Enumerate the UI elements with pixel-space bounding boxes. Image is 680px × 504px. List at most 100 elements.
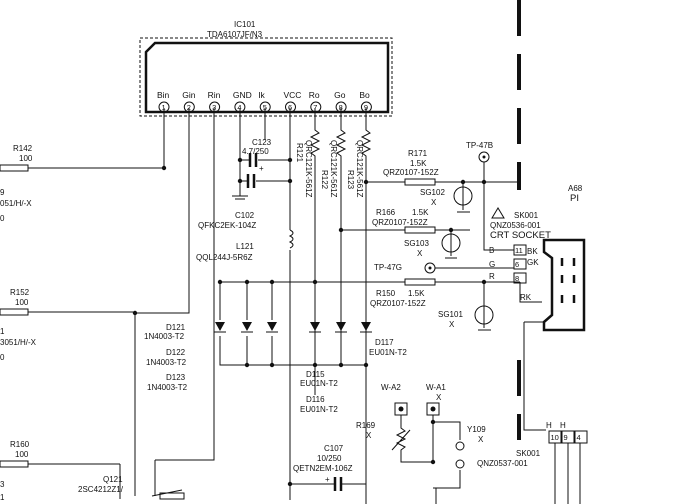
ic-ref: IC101 (234, 20, 256, 29)
wa2-terminal-dot (398, 406, 404, 412)
d122-part: 1N4003-T2 (146, 358, 187, 367)
sk001-bottom-part: QNZ0537-001 (477, 459, 528, 468)
d121-part: 1N4003-T2 (144, 332, 185, 341)
c102-part: QFKC2EK-104Z (198, 221, 256, 230)
sk001-ref: SK001 (514, 211, 539, 220)
ic-pin-number: 1 (162, 103, 166, 112)
c107-wiring (290, 365, 367, 504)
d123-ref: D123 (166, 373, 186, 382)
ic-part: TDA6107JF/N3 (207, 30, 263, 39)
wire-rin (154, 108, 215, 496)
r150-value: 1.5K (408, 289, 425, 298)
sk001-bottom-ref: SK001 (516, 449, 541, 458)
r160-ref: R160 (10, 440, 30, 449)
c123-plus: + (259, 164, 264, 173)
r169-x: X (366, 431, 372, 440)
ic-pin-name: Go (334, 90, 346, 100)
q121-ref: Q121 (103, 475, 123, 484)
conn-h1: H (546, 421, 552, 430)
d115-part: EU01N-T2 (300, 379, 338, 388)
crt-socket-pins (560, 258, 576, 303)
wa1-terminal-dot (430, 406, 436, 412)
wa1-label: W-A1 (426, 383, 446, 392)
r121-ref: R121 (295, 143, 304, 163)
sg103-x: X (417, 249, 423, 258)
socket-pin-number: 6 (515, 260, 519, 269)
c107-plates (333, 477, 343, 491)
r142-body (0, 164, 29, 172)
junction-dot (363, 362, 369, 368)
ground-symbol (232, 195, 248, 200)
r171-ref: R171 (408, 149, 428, 158)
ic-pin-number: 3 (212, 103, 216, 112)
ic-pin-number: 8 (339, 103, 343, 112)
r142-ref: R142 (13, 144, 33, 153)
diode-symbol (310, 322, 320, 331)
a68-label: A68 (568, 184, 583, 193)
socket-rk: RK (520, 293, 532, 302)
junction-dot (312, 362, 318, 368)
tp47b-center (482, 155, 486, 159)
junction-dot (430, 419, 436, 425)
d117-ref: D117 (375, 338, 394, 347)
r160-body (0, 460, 29, 468)
d123-part: 1N4003-T2 (147, 383, 188, 392)
r166-body (404, 226, 436, 234)
d116-ref: D116 (306, 395, 325, 404)
ic-pin-number: 2 (187, 103, 191, 112)
crt-socket-title: CRT SOCKET (490, 230, 551, 241)
ic-body (144, 41, 390, 114)
r171-body (404, 178, 436, 186)
d117-part: EU01N-T2 (369, 348, 407, 357)
ic-pin-number: 7 (313, 103, 317, 112)
socket-pin-number: 8 (515, 274, 519, 283)
ic-pin-circle (209, 101, 221, 113)
q121-resistor (159, 492, 185, 500)
r152-ref: R152 (10, 288, 30, 297)
c102-plates (246, 174, 256, 188)
connector-leads (435, 443, 581, 504)
junction-dot (287, 481, 293, 487)
q121-part: 2SC4212Z1/ (78, 485, 124, 494)
junction-dot (217, 279, 223, 285)
junction-dot (287, 178, 293, 184)
junction-dot (244, 362, 250, 368)
ic-package-outline (139, 37, 393, 117)
crt-socket-body (542, 238, 586, 332)
junction-dot (338, 227, 344, 233)
ic-pin-circle (310, 101, 322, 113)
ic-pin-number: 4 (237, 103, 241, 112)
junction-dot (244, 279, 250, 285)
wire-b (483, 162, 514, 251)
left-frag-1b: 1 (0, 493, 5, 502)
tp47b-label: TP-47B (466, 141, 493, 150)
wire-label-r: R (489, 272, 495, 281)
c107-ref: C107 (324, 444, 344, 453)
ic-pin-name: GND (233, 90, 252, 100)
sg101-x: X (449, 320, 455, 329)
r150-body (404, 278, 436, 286)
r150-part: QRZ0107-152Z (370, 299, 426, 308)
sk001-part: QNZ0536-001 (490, 221, 541, 230)
wire-bin (28, 108, 165, 169)
r152-body (0, 308, 29, 316)
sg102-ref: SG102 (420, 188, 445, 197)
sg102-x: X (431, 198, 437, 207)
wa2-label: W-A2 (381, 383, 401, 392)
junction-dot (237, 157, 243, 163)
c107-part: QETN2EM-106Z (293, 464, 353, 473)
r150-ref: R150 (376, 289, 396, 298)
d122-ref: D122 (166, 348, 186, 357)
wire-gnd (239, 108, 290, 196)
left-frag-9: 9 (0, 188, 5, 197)
left-frag-0b: 0 (0, 353, 5, 362)
junction-dot (448, 227, 454, 233)
connector-pin-number: 10 (551, 433, 559, 442)
y109-x: X (478, 435, 484, 444)
ic-pin-name: VCC (284, 90, 302, 100)
r122-part: QRC121K-561Z (329, 140, 338, 197)
r171-part: QRZ0107-152Z (383, 168, 439, 177)
r160-value: 100 (15, 450, 29, 459)
left-frag-0: 0 (0, 214, 5, 223)
